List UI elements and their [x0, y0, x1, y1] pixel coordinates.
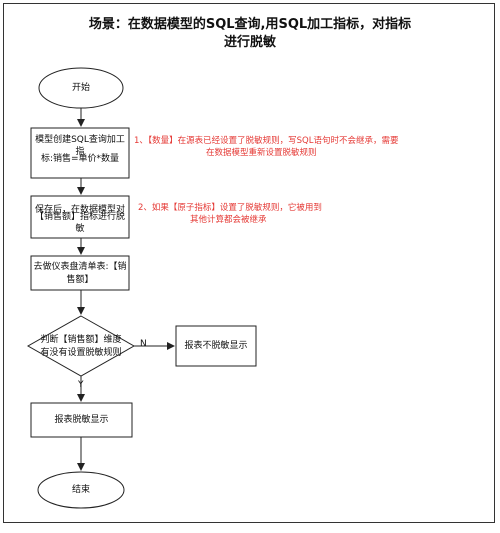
end-label: 结束 — [71, 485, 90, 495]
note1-line2: 在数据模型重新设置脱敏规则 — [206, 148, 317, 158]
end-terminal — [37, 471, 125, 509]
step1-label-line1: 模型创建SQL查询加工指 — [35, 135, 125, 157]
decision-diamond — [26, 315, 136, 377]
edge-label-yes: Y — [78, 380, 84, 390]
diagram-title-line1: 场景：在数据模型的SQL查询,用SQL加工指标，对指标 — [88, 17, 412, 32]
step3-label-line1: 去做仪表盘清单表:【销 — [33, 262, 127, 272]
edge-label-no: N — [140, 339, 147, 349]
step1-box — [30, 127, 130, 179]
note2-line1: 2、如果【原子指标】设置了脱敏规则，它被用到 — [138, 203, 322, 213]
mask-label: 报表脱敏显示 — [54, 415, 109, 425]
no-mask-box — [175, 325, 257, 367]
decision-label-line1: 判断【销售额】维度 — [40, 335, 122, 345]
step3-label-line2: 售额】 — [66, 275, 94, 285]
step2-label-line1: 保存后，在数据模型对 — [34, 205, 125, 215]
step1-label-line2: 标:销售=单价*数量 — [40, 154, 120, 164]
diagram-title-line2: 进行脱敏 — [223, 35, 276, 50]
no-mask-label: 报表不脱敏显示 — [184, 341, 248, 351]
step2-box — [30, 195, 130, 239]
start-label: 开始 — [71, 83, 90, 93]
note1-line1: 1、【数量】在源表已经设置了脱敏规则，写SQL语句时不会继承，需要 — [134, 136, 399, 146]
note2-line2: 其他计算都会被继承 — [190, 215, 267, 225]
step3-box — [30, 255, 130, 291]
diagram-frame — [3, 3, 495, 523]
decision-label-line2: 有没有设置脱敏规则 — [40, 348, 122, 358]
